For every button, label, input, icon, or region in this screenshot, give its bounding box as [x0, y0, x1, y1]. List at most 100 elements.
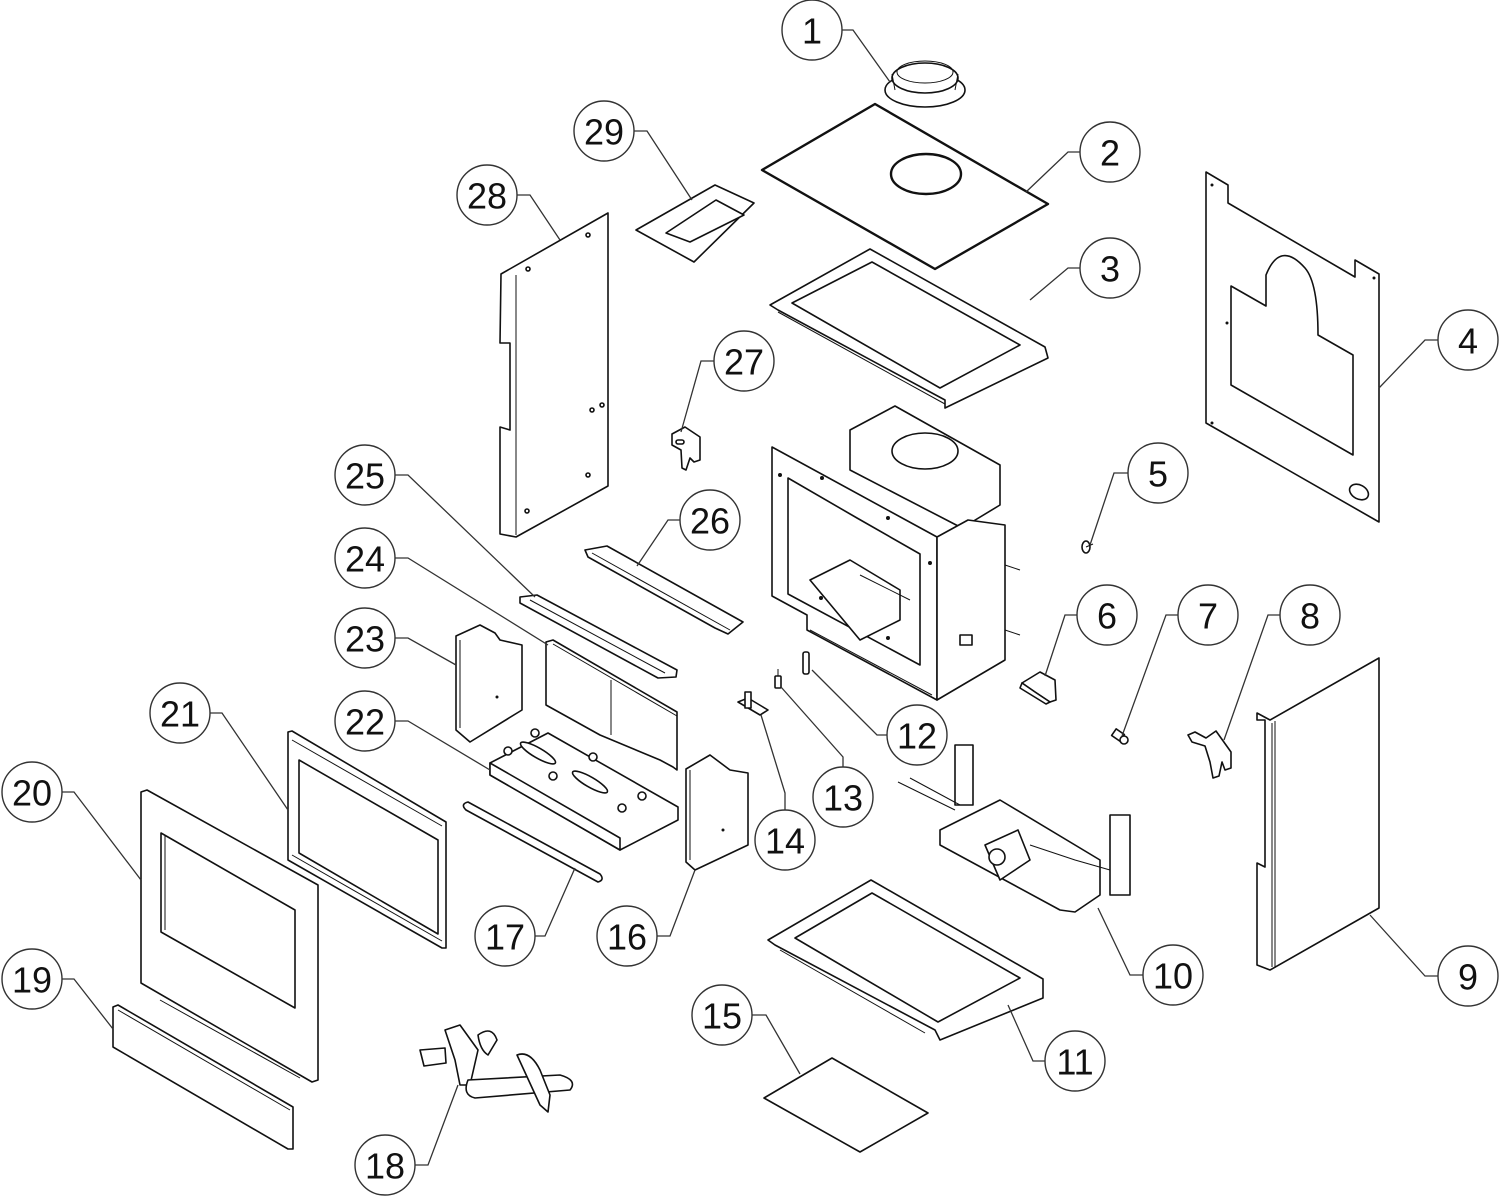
callout-circle [886, 704, 948, 766]
callout-fastener-clip[interactable]: 5 [1127, 442, 1189, 504]
callout-rear-heat-shield-panel[interactable]: 4 [1437, 309, 1499, 371]
callout-right-side-panel[interactable]: 9 [1437, 945, 1499, 1007]
callout-number: 24 [345, 539, 385, 580]
part-gas-valve-assembly [897, 744, 1131, 913]
leader-line-23 [395, 637, 457, 666]
callout-front-surround[interactable]: 20 [1, 761, 63, 823]
part-mounting-bracket [1019, 671, 1057, 705]
leader-line-13 [780, 686, 844, 767]
callout-circle [781, 0, 843, 61]
callout-glass-door-frame[interactable]: 21 [149, 682, 211, 744]
callout-number: 15 [702, 996, 742, 1037]
leader-line-28 [517, 194, 561, 241]
callout-mounting-bracket[interactable]: 6 [1076, 584, 1138, 646]
callout-side-bracket[interactable]: 8 [1279, 584, 1341, 646]
callout-number: 3 [1100, 249, 1120, 290]
leader-line-18 [415, 1084, 459, 1166]
callout-top-frame[interactable]: 3 [1079, 237, 1141, 299]
callout-igniter-electrode[interactable]: 13 [812, 766, 874, 828]
callout-circle [474, 905, 536, 967]
callout-log-set[interactable]: 18 [354, 1134, 416, 1196]
part-baffle [519, 594, 678, 679]
leader-line-25 [395, 474, 536, 598]
part-flue-collar [884, 60, 966, 108]
callout-number: 26 [690, 501, 730, 542]
callout-flue-collar[interactable]: 1 [781, 0, 843, 61]
callout-circle [1, 948, 63, 1010]
part-side-bracket [1187, 730, 1232, 779]
callout-circle [596, 905, 658, 967]
callout-circle [1142, 944, 1204, 1006]
part-top-gasket-sheet [760, 102, 1050, 271]
part-gas-fitting [1110, 728, 1129, 745]
part-rear-refractory-panel [545, 639, 678, 771]
part-rear-heat-shield-panel [1205, 171, 1380, 523]
part-top-frame [769, 248, 1049, 409]
callout-circle [1279, 584, 1341, 646]
callout-label-plate[interactable]: 29 [573, 100, 635, 162]
callout-bottom-frame[interactable]: 11 [1044, 1030, 1106, 1092]
callout-right-refractory-side[interactable]: 16 [596, 905, 658, 967]
callout-pilot-assembly[interactable]: 14 [754, 809, 816, 871]
part-support-rod [462, 801, 603, 883]
callout-gas-fitting[interactable]: 7 [1177, 584, 1239, 646]
callout-upper-baffle-deflector[interactable]: 26 [679, 489, 741, 551]
leader-line-2 [1025, 151, 1080, 193]
leader-line-17 [535, 867, 576, 937]
callout-rear-refractory-panel[interactable]: 24 [334, 527, 396, 589]
callout-gas-valve-assembly[interactable]: 10 [1142, 944, 1204, 1006]
callout-number: 22 [345, 702, 385, 743]
part-glass-door-frame [287, 730, 447, 949]
callout-number: 13 [823, 778, 863, 819]
callout-number: 12 [897, 716, 937, 757]
callout-bottom-trim-panel[interactable]: 19 [1, 948, 63, 1010]
callout-top-gasket-sheet[interactable]: 2 [1079, 121, 1141, 183]
callout-number: 17 [485, 917, 525, 958]
leader-line-19 [62, 978, 114, 1030]
callout-thermocouple[interactable]: 12 [886, 704, 948, 766]
callout-support-rod[interactable]: 17 [474, 905, 536, 967]
callout-circle [1437, 309, 1499, 371]
part-bottom-insulation-sheet [763, 1057, 929, 1153]
part-igniter-electrode [774, 669, 782, 689]
callout-baffle[interactable]: 25 [334, 444, 396, 506]
callout-circle [334, 527, 396, 589]
callout-circle [713, 330, 775, 392]
part-pilot-assembly [737, 691, 769, 716]
leader-line-21 [210, 712, 289, 811]
leader-line-29 [634, 130, 693, 201]
part-log-set [419, 1024, 574, 1113]
callout-number: 23 [345, 619, 385, 660]
leader-line-4 [1378, 339, 1438, 389]
leader-line-20 [62, 791, 142, 881]
part-fastener-clip [1081, 540, 1094, 554]
part-upper-baffle-deflector [584, 545, 744, 635]
callout-circle [1177, 584, 1239, 646]
leader-line-6 [1044, 614, 1077, 677]
callout-circle [1437, 945, 1499, 1007]
leader-line-7 [1121, 614, 1178, 737]
part-burner-tray [489, 728, 679, 851]
callout-left-refractory-side[interactable]: 23 [334, 607, 396, 669]
leader-line-10 [1097, 907, 1143, 976]
callout-bottom-insulation-sheet[interactable]: 15 [691, 984, 753, 1046]
callout-circle [679, 489, 741, 551]
callout-number: 4 [1458, 321, 1478, 362]
leader-line-8 [1223, 614, 1280, 741]
leader-line-9 [1369, 914, 1438, 977]
leader-lines [62, 29, 1438, 1166]
part-front-surround [140, 789, 319, 1083]
callout-left-side-panel[interactable]: 28 [456, 164, 518, 226]
callout-burner-tray[interactable]: 22 [334, 690, 396, 752]
callout-circle [1076, 584, 1138, 646]
callout-circle [149, 682, 211, 744]
callout-number: 7 [1198, 596, 1218, 637]
leader-line-14 [760, 714, 786, 810]
callout-circle [812, 766, 874, 828]
leader-line-3 [1029, 267, 1080, 301]
callout-small-bracket[interactable]: 27 [713, 330, 775, 392]
callout-circle [691, 984, 753, 1046]
part-right-refractory-side [685, 754, 749, 871]
part-left-refractory-side [455, 624, 523, 743]
